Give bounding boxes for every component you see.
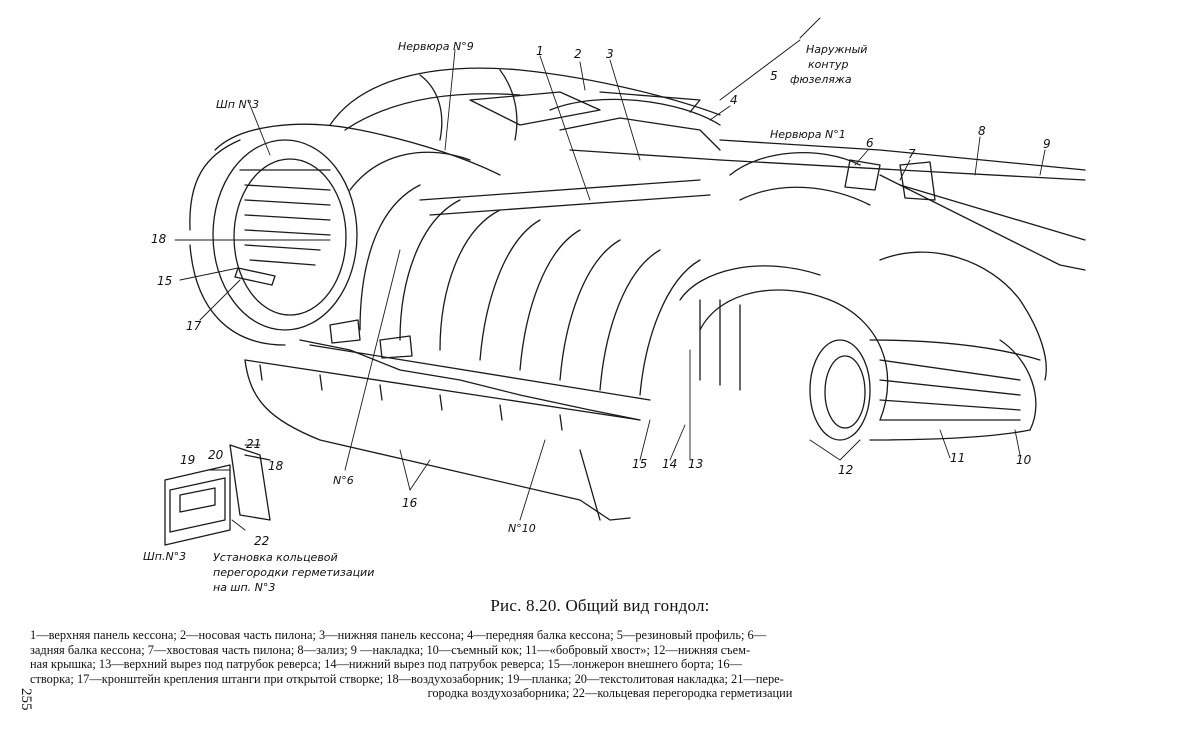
label-install-1: Установка кольцевой bbox=[213, 551, 338, 564]
page-number: 255 bbox=[18, 688, 34, 711]
part-number-2: 2 bbox=[574, 47, 582, 61]
legend-line: городка воздухозаборника; 22—кольцевая п… bbox=[427, 686, 793, 701]
part-number-6: 6 bbox=[866, 136, 874, 150]
label-outer-contour-2: контур bbox=[808, 58, 848, 71]
part-number-4: 4 bbox=[730, 93, 738, 107]
legend-line: створка; 17—кронштейн крепления штанги п… bbox=[30, 671, 784, 686]
part-number-10: 10 bbox=[1016, 453, 1032, 467]
part-number-8: 8 bbox=[978, 124, 986, 138]
lower-door-panel bbox=[244, 359, 641, 521]
leader-lines bbox=[174, 17, 1046, 531]
part-number-11: 11 bbox=[950, 451, 965, 465]
part-number-17: 17 bbox=[186, 319, 202, 333]
drawing-labels: Нервюра N°9 Нервюра N°1 Шп N°3 Наружный … bbox=[143, 40, 1051, 594]
front-air-intake bbox=[189, 123, 501, 346]
caisson-ribs bbox=[299, 98, 721, 421]
figure-legend: 1—верхняя панель кессона; 2—носовая част… bbox=[30, 628, 1190, 701]
label-n10: N°10 bbox=[508, 522, 536, 535]
part-number-13: 13 bbox=[688, 457, 703, 471]
upper-nacelle-shell bbox=[329, 67, 721, 141]
figure-caption: Рис. 8.20. Общий вид гондол: bbox=[490, 596, 710, 615]
part-number-3: 3 bbox=[606, 47, 614, 61]
rear-nacelle-cone bbox=[679, 251, 1047, 441]
label-outer-contour-1: Наружный bbox=[806, 43, 867, 56]
pylon-and-wing bbox=[719, 139, 1086, 271]
legend-line: задняя балка кессона; 7—хвостовая часть … bbox=[30, 642, 751, 657]
part-number-1: 1 bbox=[536, 44, 544, 58]
label-install-3: на шп. N°3 bbox=[213, 581, 275, 594]
label-nervura-1: Нервюра N°1 bbox=[770, 128, 846, 141]
part-number-15-right: 15 bbox=[632, 457, 647, 471]
part-number-12: 12 bbox=[838, 463, 853, 477]
part-number-9: 9 bbox=[1043, 137, 1051, 151]
part-number-7: 7 bbox=[908, 147, 916, 161]
part-number-14: 14 bbox=[662, 457, 677, 471]
label-n6: N°6 bbox=[333, 474, 354, 487]
part-number-22: 22 bbox=[254, 534, 269, 548]
label-outer-contour-3: фюзеляжа bbox=[790, 73, 852, 86]
part-number-16: 16 bbox=[402, 496, 418, 510]
part-number-18-detail: 18 bbox=[268, 459, 284, 473]
label-install-2: перегородки герметизации bbox=[213, 566, 374, 579]
part-number-5: 5 bbox=[770, 69, 778, 83]
part-number-19: 19 bbox=[180, 453, 195, 467]
part-number-21: 21 bbox=[246, 437, 261, 451]
legend-line: 1—верхняя панель кессона; 2—носовая част… bbox=[30, 628, 767, 642]
part-number-18-main: 18 bbox=[151, 232, 167, 246]
part-number-20: 20 bbox=[208, 448, 224, 462]
part-number-15-left: 15 bbox=[157, 274, 172, 288]
nacelle-technical-drawing: Нервюра N°9 Нервюра N°1 Шп N°3 Наружный … bbox=[143, 17, 1086, 594]
label-shp3-bottom: Шп.N°3 bbox=[143, 550, 186, 563]
label-nervura-9: Нервюра N°9 bbox=[398, 40, 474, 53]
label-shp3-top: Шп N°3 bbox=[216, 98, 259, 111]
ring-partition-detail bbox=[164, 444, 271, 546]
legend-line: ная крышка; 13—верхний вырез под патрубо… bbox=[30, 657, 742, 672]
